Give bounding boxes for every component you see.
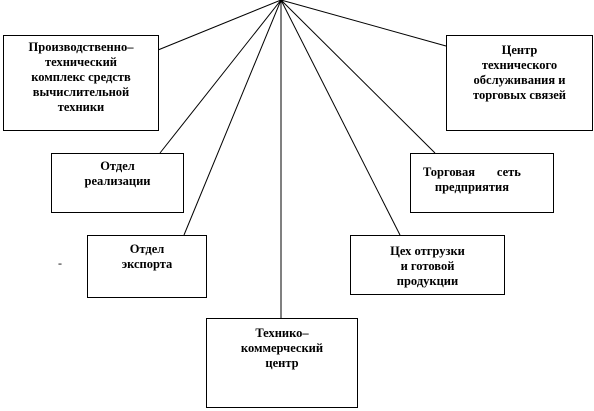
node-production: Производственно– технический комплекс ср… bbox=[3, 35, 159, 131]
node-sales-label: Отдел реализации bbox=[84, 159, 151, 188]
node-production-label: Производственно– технический комплекс ср… bbox=[28, 40, 134, 114]
node-sales: Отдел реализации bbox=[51, 153, 184, 213]
connector-trade bbox=[280, 0, 436, 154]
connector-export bbox=[183, 0, 282, 236]
node-service: Центр технического обслуживания и торгов… bbox=[446, 35, 593, 131]
node-service-label: Центр технического обслуживания и торгов… bbox=[472, 43, 567, 102]
node-trade: Торговая сеть предприятия bbox=[410, 153, 554, 213]
node-export: Отдел экспорта bbox=[87, 235, 207, 298]
node-tech-commercial-label: Технико– коммерческий центр bbox=[240, 326, 324, 370]
node-trade-label: Торговая сеть предприятия bbox=[423, 165, 521, 194]
connector-shipping bbox=[280, 0, 401, 236]
node-export-label: Отдел экспорта bbox=[121, 242, 173, 271]
node-shipping: Цех отгрузки и готовой продукции bbox=[350, 235, 505, 295]
node-tech-commercial: Технико– коммерческий центр bbox=[206, 318, 358, 408]
connector-production bbox=[157, 0, 282, 51]
connector-service bbox=[280, 0, 447, 47]
stray-dash: - bbox=[58, 256, 62, 270]
node-shipping-label: Цех отгрузки и готовой продукции bbox=[390, 244, 465, 288]
connector-sales bbox=[159, 0, 282, 154]
